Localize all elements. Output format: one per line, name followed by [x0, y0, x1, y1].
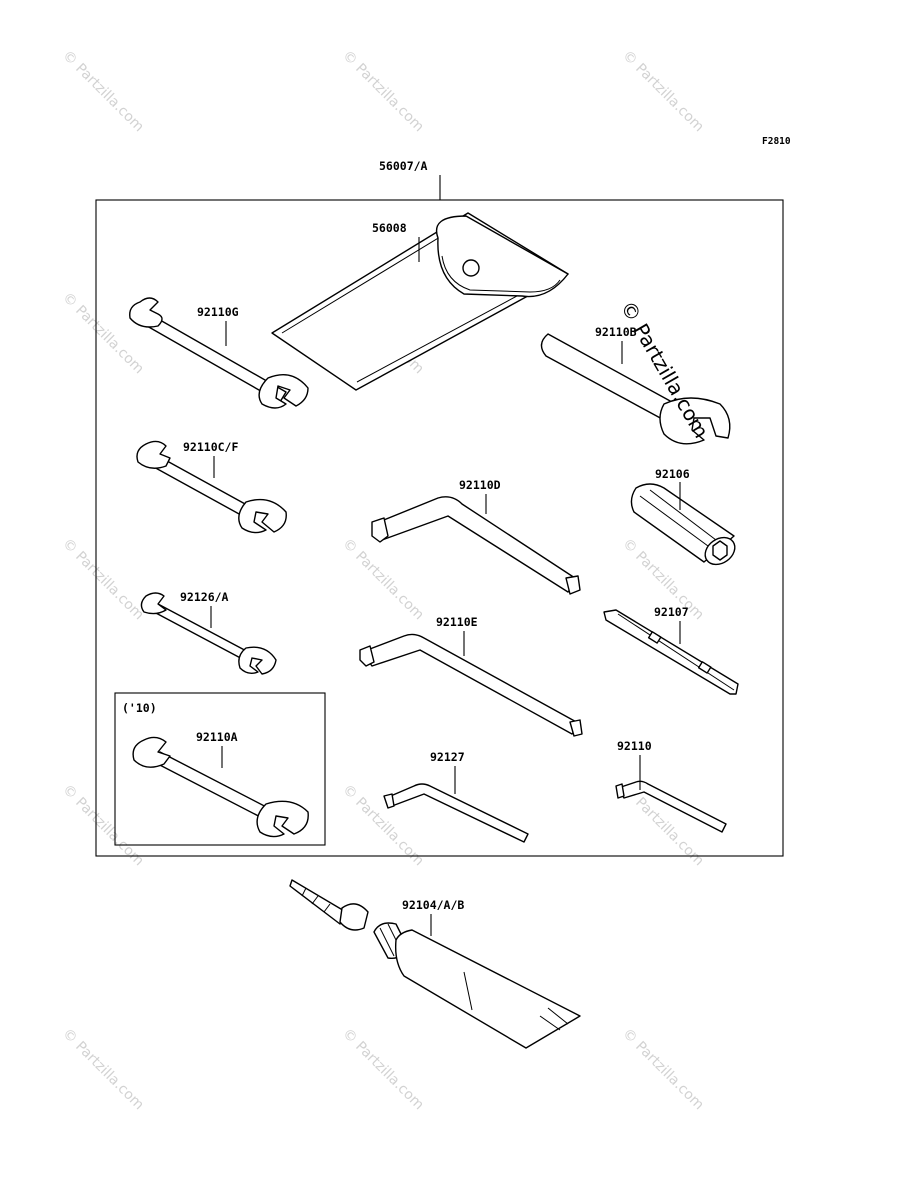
wrench-92110a-drawing [132, 736, 309, 838]
part-label-grease[interactable]: 92104/A/B [402, 898, 464, 912]
part-label-wrench-126[interactable]: 92126/A [180, 590, 229, 604]
watermark-text: © Partzilla.com [339, 1026, 427, 1114]
wrench-92110b-drawing [540, 333, 731, 445]
wrench-92126a-drawing [140, 592, 277, 675]
watermark-text: © Partzilla.com [619, 1026, 707, 1114]
part-label-wrench-cf[interactable]: 92110C/F [183, 440, 238, 454]
model-year-subframe [114, 692, 326, 846]
part-label-hex-e[interactable]: 92110E [436, 615, 478, 629]
hex-key-92110d-drawing [371, 496, 581, 595]
watermark-text: © Partzilla.com [339, 48, 427, 136]
socket-92106-drawing [630, 483, 736, 566]
part-label-kit[interactable]: 56007/A [379, 159, 428, 173]
watermark-grid: © Partzilla.com © Partzilla.com © Partzi… [59, 48, 707, 1114]
tool-kit-frame [95, 199, 784, 857]
part-label-screwdriver[interactable]: 92107 [654, 605, 689, 619]
watermark-text: © Partzilla.com [59, 290, 147, 378]
watermark-text: © Partzilla.com [619, 48, 707, 136]
grease-tube-drawing [289, 879, 581, 1049]
model-year-label: ('10) [122, 701, 157, 715]
figure-code: F2810 [762, 136, 791, 147]
hex-key-92110-drawing [615, 780, 727, 833]
watermark-text: © Partzilla.com [59, 1026, 147, 1114]
screwdriver-92107-drawing [603, 609, 739, 695]
part-label-wrench-g[interactable]: 92110G [197, 305, 239, 319]
hex-key-92110e-drawing [359, 633, 583, 737]
wrench-92110g-drawing [129, 297, 309, 409]
part-label-hex-127[interactable]: 92127 [430, 750, 465, 764]
part-label-hex-d[interactable]: 92110D [459, 478, 501, 492]
tool-bag-drawing [271, 212, 569, 391]
part-label-socket[interactable]: 92106 [655, 467, 690, 481]
hex-key-92127-drawing [383, 783, 529, 843]
wrench-92110cf-drawing [136, 440, 287, 534]
part-label-wrench-a[interactable]: 92110A [196, 730, 238, 744]
watermark-text: © Partzilla.com [59, 536, 147, 624]
part-label-hex-110[interactable]: 92110 [617, 739, 652, 753]
part-label-bag[interactable]: 56008 [372, 221, 407, 235]
watermark-text: © Partzilla.com [339, 536, 427, 624]
part-label-wrench-b[interactable]: 92110B [595, 325, 637, 339]
watermark-text: © Partzilla.com [59, 48, 147, 136]
